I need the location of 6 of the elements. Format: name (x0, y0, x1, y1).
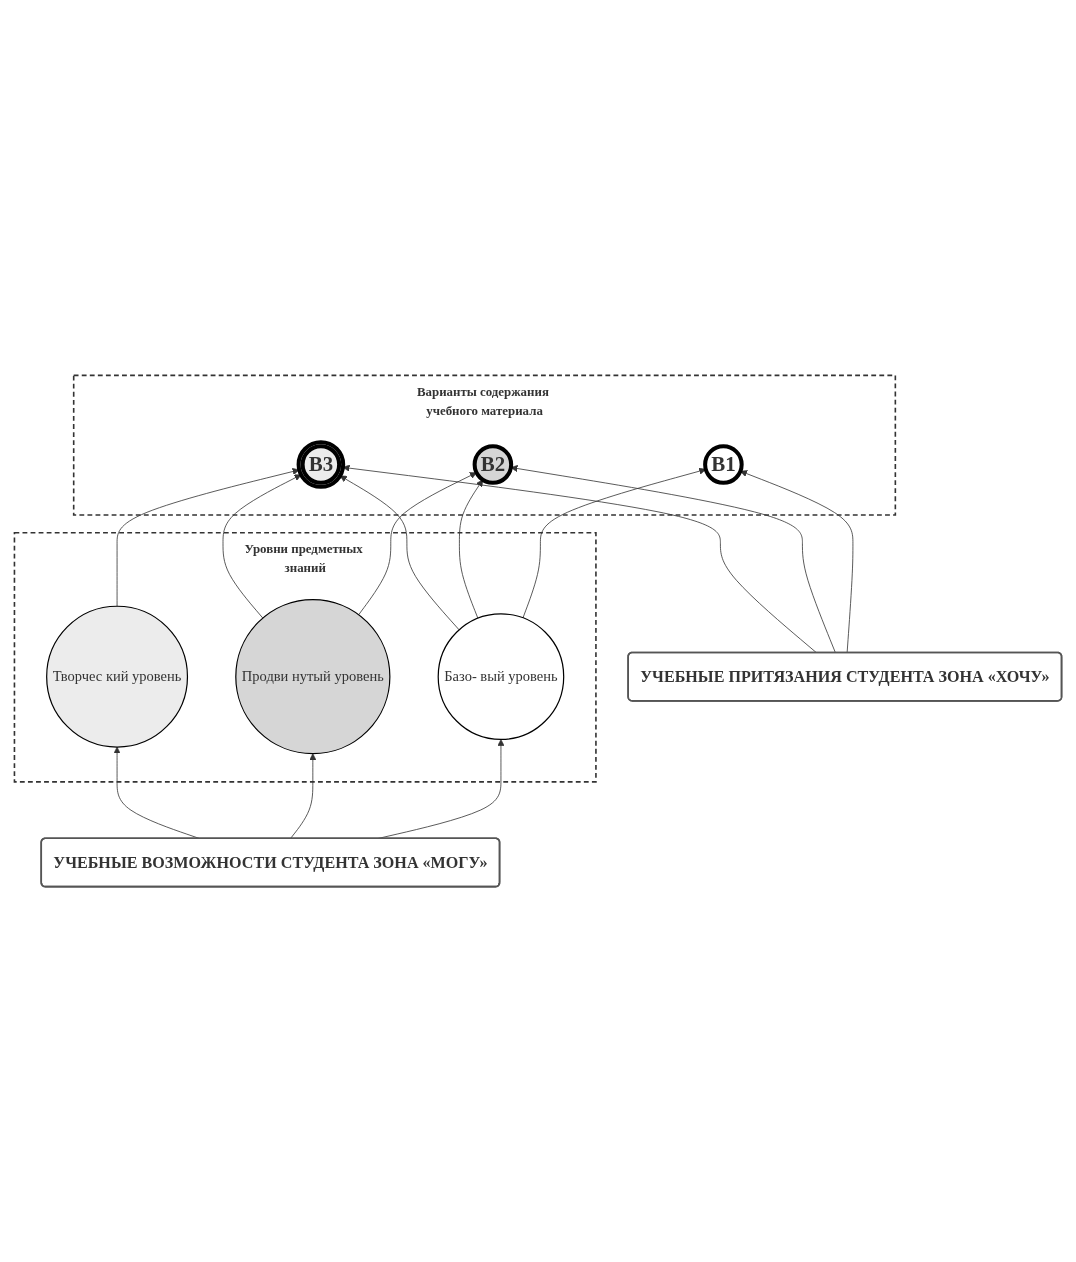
node-circle: Базо- вый уровень (437, 613, 565, 740)
node-circle: В2 (472, 444, 514, 485)
node-circle: В1 (703, 444, 744, 485)
node-circle: Продви нутый уровень (235, 599, 391, 755)
node-circle: В3 (296, 440, 346, 489)
node-circle: Творчес кий уровень (46, 605, 189, 748)
